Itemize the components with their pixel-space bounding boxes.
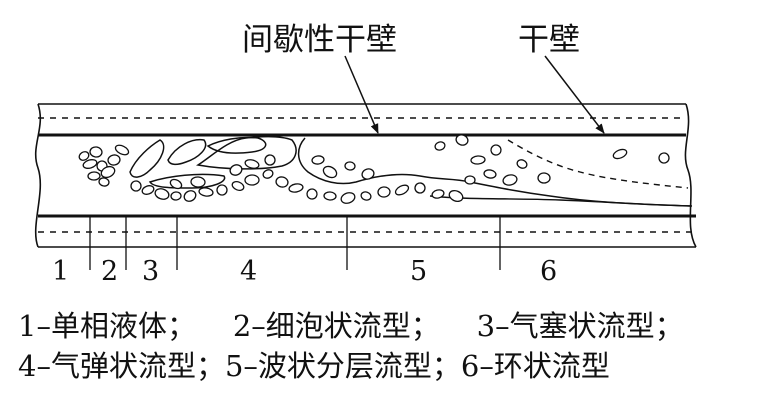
bubble (107, 154, 121, 166)
label-dry-wall: 干壁 (518, 22, 580, 58)
label-intermittent-dry-wall: 间歇性干壁 (242, 22, 397, 58)
bubble (190, 176, 206, 188)
zone-dividers (89, 216, 501, 270)
bubble (516, 159, 528, 169)
bubble (361, 168, 375, 180)
bubble (231, 181, 245, 191)
bubble (154, 188, 170, 200)
bubble (169, 178, 183, 190)
bubble (612, 148, 628, 160)
bubble (114, 144, 130, 156)
bubble (262, 169, 274, 179)
zone-number-6: 6 (540, 256, 557, 287)
bubble (98, 177, 110, 187)
gas-slugs (129, 135, 297, 189)
bubble (490, 144, 502, 156)
bubble (264, 154, 276, 166)
bubble (537, 172, 551, 184)
pipe-ends (34, 103, 697, 248)
bubble (87, 171, 101, 181)
legend-line-2: 4–气弹状流型；5–波状分层流型；6–环状流型 (18, 349, 610, 383)
bubble (311, 155, 325, 165)
bubble (434, 141, 446, 151)
bubble (78, 151, 90, 161)
zone-number-3: 3 (142, 256, 159, 287)
bubble (340, 192, 356, 204)
pipe-wall-bottom (38, 214, 696, 248)
bubble (464, 175, 476, 185)
annular-film (507, 139, 689, 189)
bubble (183, 190, 197, 202)
bubble (360, 191, 372, 201)
bubble (414, 182, 426, 194)
zone-number-4: 4 (240, 256, 257, 287)
bubble (322, 165, 338, 179)
bubble (483, 169, 497, 179)
pipe-wall-top (38, 103, 686, 137)
bubble (323, 191, 337, 201)
bubble (344, 161, 356, 171)
bubble (431, 189, 445, 199)
zone-number-2: 2 (101, 256, 118, 287)
bubble (170, 191, 182, 201)
bubble (658, 152, 670, 164)
bubble (229, 164, 243, 176)
bubble (448, 189, 464, 203)
bubble (89, 146, 103, 158)
bubble (130, 180, 142, 192)
zone-number-5: 5 (410, 256, 427, 287)
bubble (275, 176, 289, 188)
arrow-intermittent-dry-wall (344, 55, 379, 134)
arrow-dry-wall (544, 55, 605, 134)
zone-number-1: 1 (52, 256, 69, 287)
bubble (244, 159, 260, 169)
bubble (100, 165, 116, 179)
wavy-interface (297, 137, 691, 207)
bubble (288, 183, 304, 193)
bubble (377, 186, 391, 198)
bubble (141, 185, 155, 195)
legend-line-1: 1–单相液体； 2–细泡状流型； 3–气塞状流型； (18, 309, 684, 343)
bubble (306, 188, 318, 200)
bubble (198, 187, 214, 197)
bubble (244, 174, 260, 186)
bubble (470, 155, 486, 165)
bubbles (78, 134, 670, 204)
bubble (82, 159, 98, 169)
bubble (455, 134, 469, 146)
bubble (216, 184, 228, 196)
bubble (502, 174, 518, 186)
bubble (394, 184, 410, 196)
liquid-layer (429, 195, 693, 207)
